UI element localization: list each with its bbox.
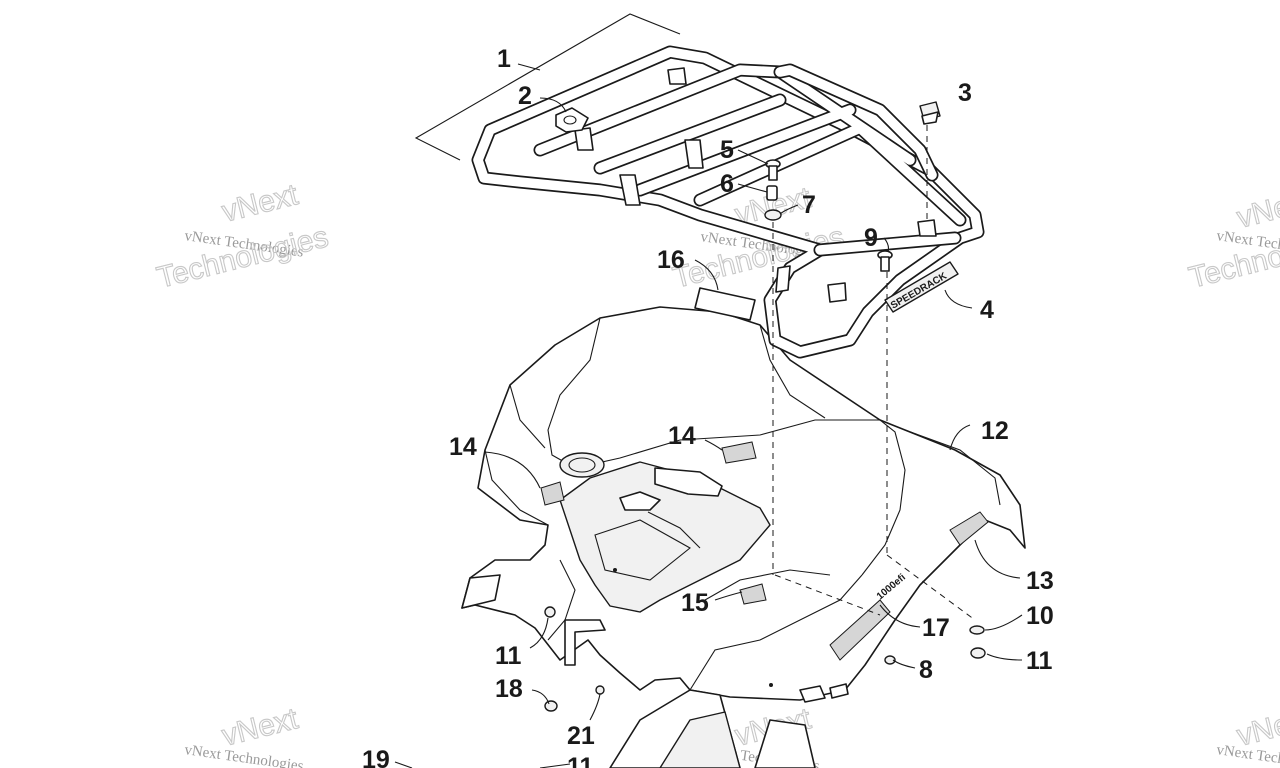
callout-1: 1: [497, 45, 511, 73]
callout-labels: 1 2 3 4 5 6 7 8 9 10 11 12 13 14 14 15 1…: [362, 45, 1054, 768]
callout-9: 9: [864, 224, 878, 252]
part-11-nut-right[interactable]: [970, 647, 986, 659]
watermark-logo-word: Technologies: [154, 220, 332, 294]
part-16-plate[interactable]: [694, 287, 756, 321]
part-6-spacer[interactable]: [766, 185, 778, 201]
callout-14-top: 14: [668, 422, 696, 450]
callout-6: 6: [720, 170, 734, 198]
callout-11-bottom: 11: [567, 753, 594, 768]
part-9-bolt[interactable]: [877, 250, 893, 272]
watermark-logo-word: vNext: [219, 702, 302, 753]
decal-15[interactable]: [739, 583, 767, 605]
rear-rack[interactable]: SPEEDRACK: [471, 45, 985, 359]
callout-3: 3: [958, 79, 972, 107]
part-3-cap[interactable]: [919, 101, 941, 125]
callout-21: 21: [567, 722, 595, 750]
part-5-bolt[interactable]: [765, 159, 781, 181]
lower-panel-partial: [394, 689, 816, 768]
watermark-left-top: vNext vNext Technologies Technologies: [153, 178, 332, 296]
callout-19: 19: [362, 746, 390, 768]
watermark-company: vNext Technologies: [1215, 742, 1280, 768]
assembly-bracket-line: [414, 13, 681, 161]
watermark-right-top: vNext vNext Technologies Technologies: [1185, 184, 1280, 296]
decal-14-left[interactable]: [540, 481, 565, 506]
callout-8: 8: [919, 656, 933, 684]
watermark-logo-word: vNext: [219, 178, 302, 229]
callout-18: 18: [495, 675, 523, 703]
part-10-washer[interactable]: [969, 625, 985, 635]
part-7-washer[interactable]: [764, 209, 782, 221]
mounting-tab: [461, 574, 501, 609]
callout-13: 13: [1026, 567, 1054, 595]
callout-15: 15: [681, 589, 709, 617]
callout-11-right: 11: [1026, 647, 1053, 675]
watermark-right-bottom: vNext vNext Technologies: [1215, 702, 1280, 768]
mounting-tab: [564, 619, 606, 666]
decal-13[interactable]: [949, 511, 989, 546]
cup-holder-recess: [559, 452, 605, 478]
part-11-nut-left[interactable]: [544, 606, 556, 618]
callout-14-left: 14: [449, 433, 477, 461]
callout-12: 12: [981, 417, 1009, 445]
part-2-clip[interactable]: [555, 107, 589, 133]
callout-7: 7: [802, 191, 816, 219]
assembly-lines: [772, 125, 976, 621]
leader-lines: [484, 63, 1023, 721]
decal-14-top[interactable]: [721, 441, 757, 464]
callout-2: 2: [518, 82, 532, 110]
rear-fender-body[interactable]: [461, 306, 1026, 703]
part-8-nut[interactable]: [884, 655, 896, 665]
callout-11-left: 11: [495, 642, 522, 670]
callout-4: 4: [980, 296, 994, 324]
callout-16: 16: [657, 246, 685, 274]
watermark-logo-word: vNext: [1234, 184, 1280, 235]
part-18-plug[interactable]: [544, 700, 558, 712]
watermark-left-bottom: vNext vNext Technologies: [183, 702, 304, 768]
callout-10: 10: [1026, 602, 1054, 630]
callout-17: 17: [922, 614, 950, 642]
callout-5: 5: [720, 136, 734, 164]
part-21-clip[interactable]: [595, 685, 605, 695]
